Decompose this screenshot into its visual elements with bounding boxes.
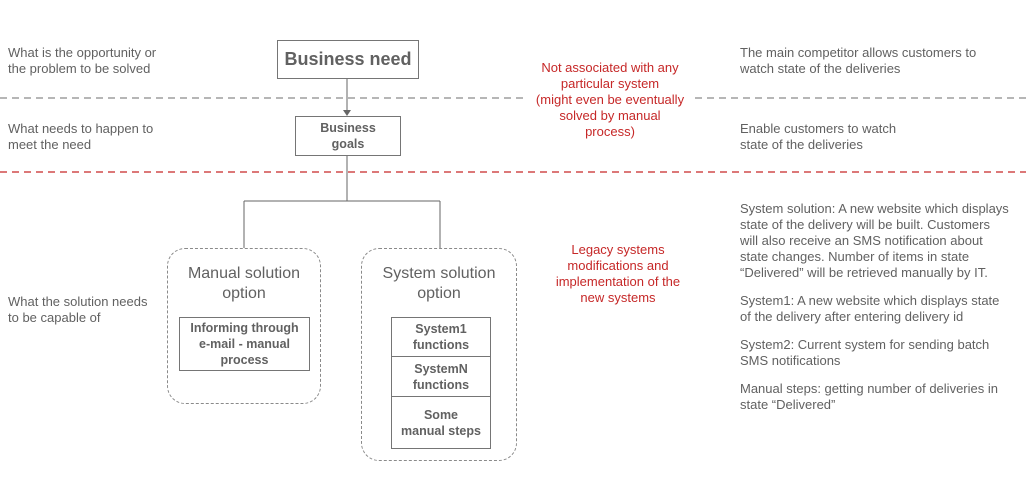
right-competitor-text: The main competitor allows customers to …: [740, 45, 977, 76]
right-details: System solution: A new website which dis…: [740, 201, 1024, 425]
business-need-box: Business need: [277, 40, 419, 79]
system-solution-title: System solution option: [382, 265, 496, 302]
manual-item-email: Informing through e-mail - manual proces…: [179, 317, 310, 371]
detail-system1: System1: A new website which displays st…: [740, 293, 1000, 324]
label-capable: What the solution needs to be capable of: [8, 294, 148, 325]
business-goals-box: Business goals: [295, 116, 401, 156]
business-goals-label: Business goals: [320, 121, 376, 151]
manual-item-email-label: Informing through e-mail - manual proces…: [190, 321, 299, 367]
system1-functions-label: System1 functions: [412, 322, 470, 352]
systemn-functions-label: SystemN functions: [412, 361, 470, 392]
manual-steps-box: Some manual steps: [391, 396, 491, 449]
detail-system2: System2: Current system for sending batc…: [740, 337, 990, 368]
right-enable-text: Enable customers to watch state of the d…: [740, 121, 897, 152]
label-opportunity: What is the opportunity or the problem t…: [8, 45, 157, 76]
system1-functions-box: System1 functions: [391, 317, 491, 357]
business-need-label: Business need: [284, 49, 412, 69]
note-not-associated: Not associated with any particular syste…: [535, 60, 685, 139]
detail-manual-steps: Manual steps: getting number of deliveri…: [740, 381, 998, 412]
label-needs: What needs to happen to meet the need: [8, 121, 154, 152]
arrow-head: [343, 110, 351, 116]
systemn-functions-box: SystemN functions: [391, 356, 491, 397]
system-solution-group: [361, 248, 517, 461]
manual-solution-title: Manual solution option: [187, 265, 301, 302]
manual-solution-group: [167, 248, 321, 404]
note-legacy-systems: Legacy systems modifications and impleme…: [555, 242, 681, 305]
detail-system-solution: System solution: A new website which dis…: [740, 201, 1009, 280]
manual-steps-label: Some manual steps: [401, 407, 481, 438]
